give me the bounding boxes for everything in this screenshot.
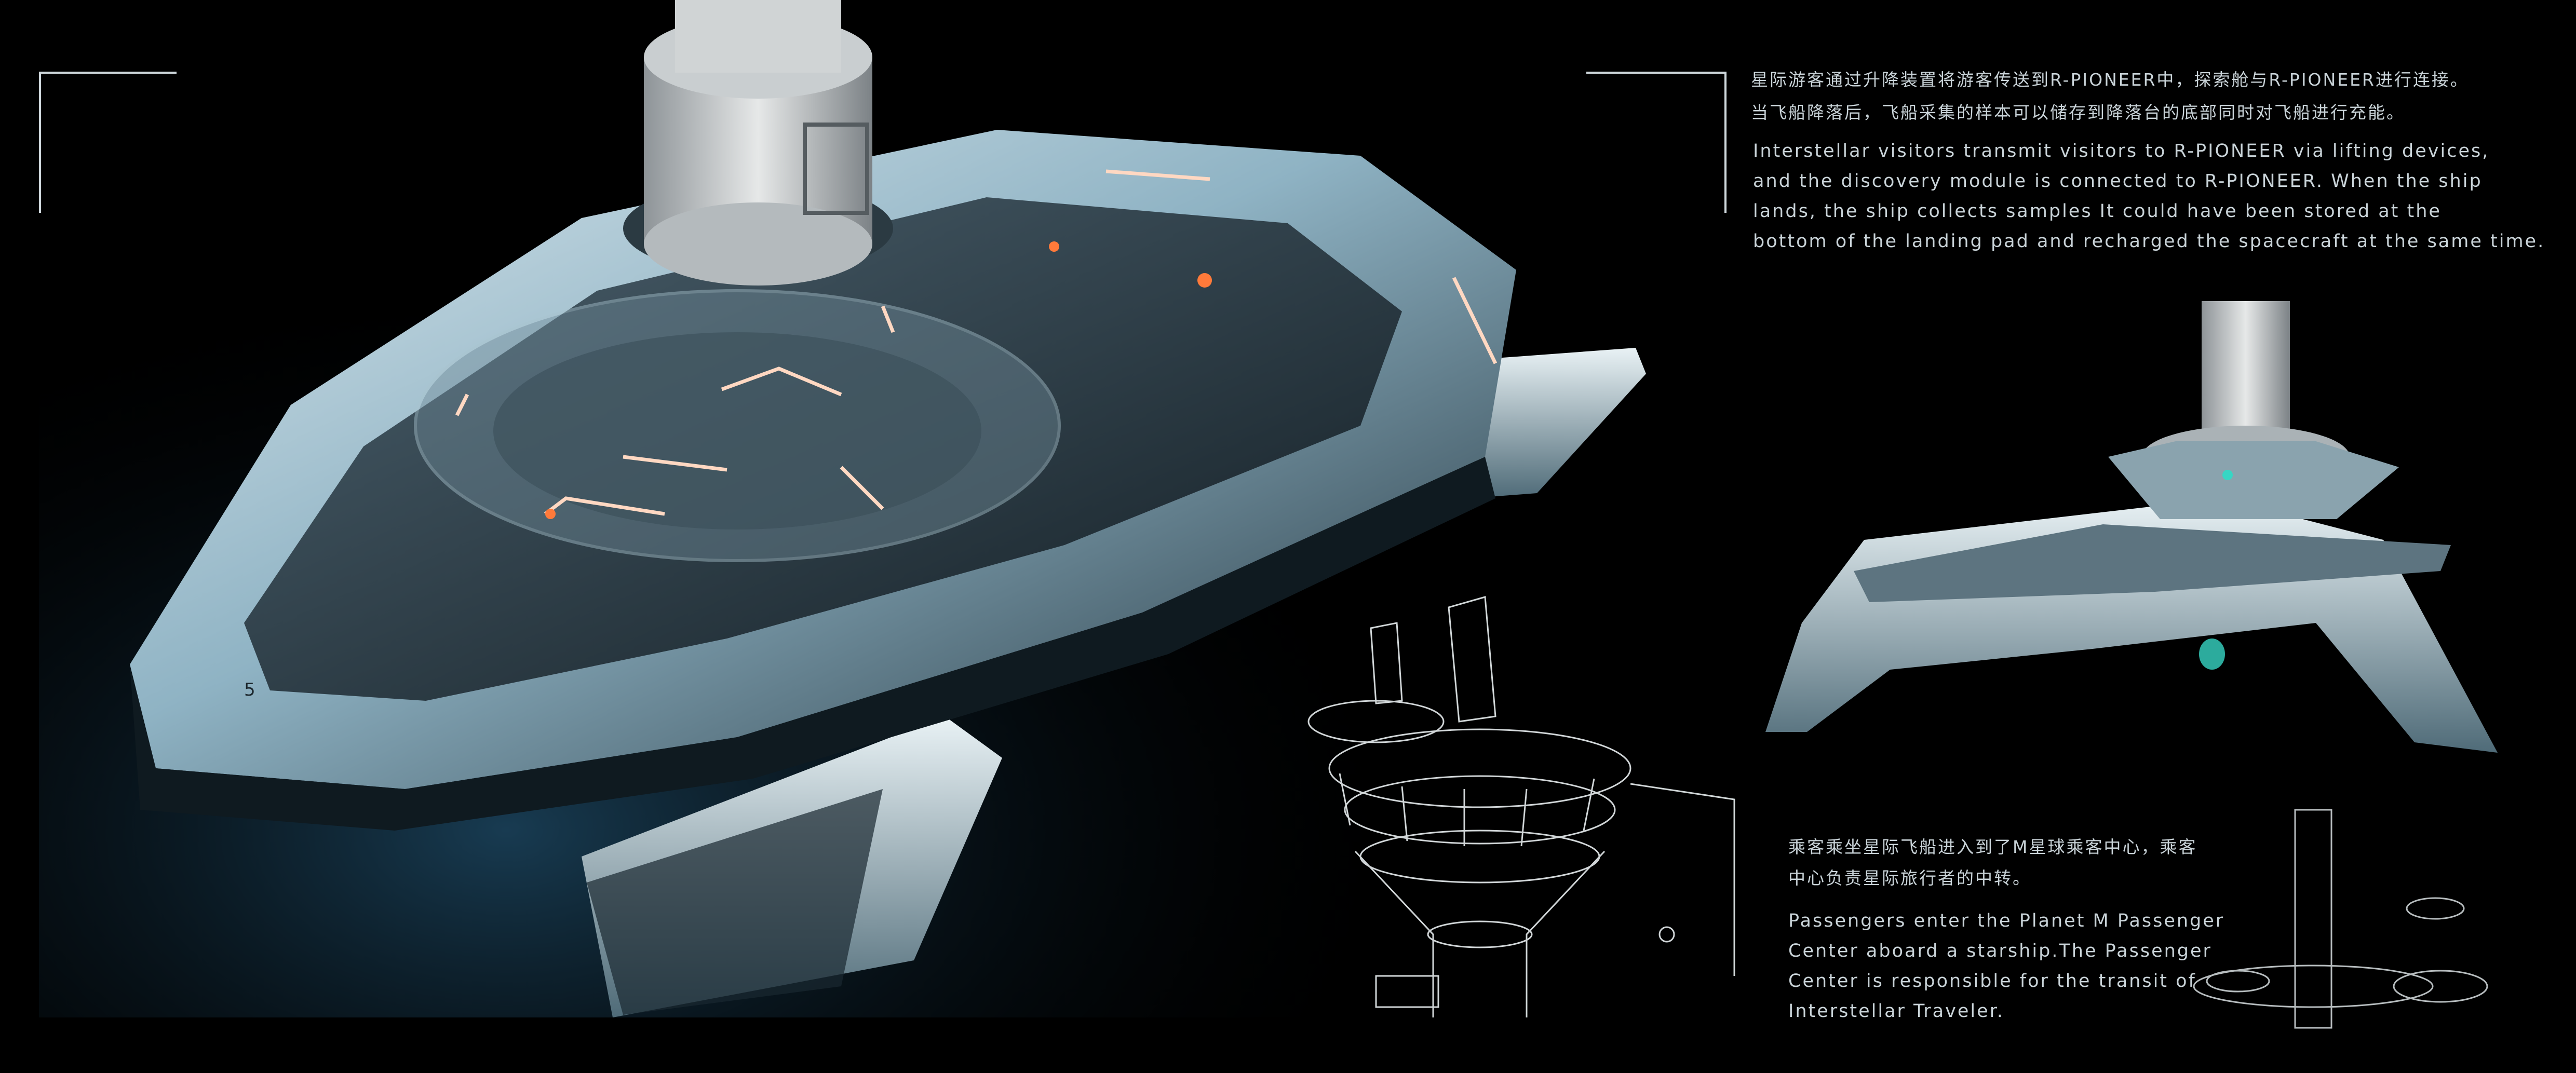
- transit-tower-wireframe: [2193, 809, 2488, 1029]
- bottom-description-en-line1: Passengers enter the Planet M Passenger: [1788, 911, 2225, 931]
- top-description-en-line1: Interstellar visitors transmit visitors …: [1753, 141, 2490, 161]
- hull-light-strips: [455, 169, 1498, 516]
- bottom-description-en-line4: Interstellar Traveler.: [1788, 1001, 2004, 1022]
- frame-corner-right-vertical: [1724, 72, 1727, 213]
- bottom-description-cn-line1: 乘客乘坐星际飞船进入到了M星球乘客中心，乘客: [1788, 837, 2197, 857]
- spacecraft-render-secondary: [1765, 301, 2498, 753]
- frame-corner-right-top: [1586, 72, 1727, 74]
- top-description-cn-line1: 星际游客通过升降装置将游客传送到R-PIONEER中，探索舱与R-PIONEER…: [1751, 70, 2469, 90]
- bottom-description-en-line3: Center is responsible for the transit of: [1788, 971, 2196, 991]
- bottom-description-cn-line2: 中心负责星际旅行者的中转。: [1788, 868, 2031, 888]
- top-description-en-line4: bottom of the landing pad and recharged …: [1753, 231, 2545, 252]
- landing-pod-right: [1469, 348, 1646, 498]
- frame-corner-left-top: [39, 72, 177, 74]
- top-description-en-line2: and the discovery module is connected to…: [1753, 171, 2483, 192]
- bottom-description-en-line2: Center aboard a starship.The Passenger: [1788, 941, 2212, 961]
- passenger-center-wireframe: [1307, 596, 1735, 1017]
- top-description-en-line3: lands, the ship collects samples It coul…: [1753, 201, 2442, 222]
- hull-mark: 5: [244, 680, 255, 700]
- top-description-cn-line2: 当飞船降落后，飞船采集的样本可以储存到降落台的底部同时对飞船进行充能。: [1751, 102, 2405, 123]
